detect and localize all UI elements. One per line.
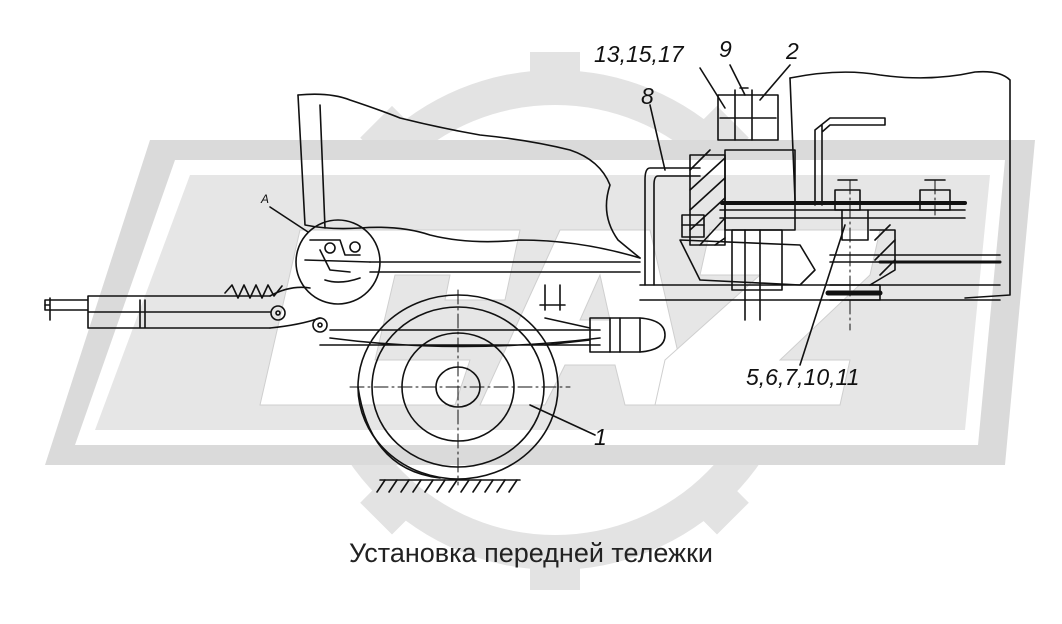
centerline-wheel [349,289,571,486]
leader-5-6-7-10-11 [799,224,846,366]
watermark-letter-g [259,229,521,406]
centerline-right [849,179,936,331]
callout-5-6-7-10-11: 5,6,7,10,11 [746,364,860,390]
leader-9 [729,64,746,96]
leader-8 [649,104,666,171]
watermark-letter-a [479,229,691,406]
figure-caption: Установка передней тележки [348,538,714,568]
coil-spring [224,284,283,299]
callout-a: A [261,192,270,206]
frame-rail [369,209,1001,301]
leader-13-15-17 [699,67,726,109]
hitch-callout-circle [295,219,381,305]
leader-1 [529,404,596,436]
watermark-logo [45,52,1035,590]
pipe-8 [644,167,701,286]
kingpin-assembly [717,87,796,321]
watermark-letter-z [654,229,881,406]
leader-a [269,206,309,233]
callout-1: 1 [594,424,607,450]
callout-8: 8 [641,83,654,109]
callout-13-15-17: 13,15,17 [594,41,684,67]
hatched-plate [681,149,726,246]
right-body [789,70,1011,299]
callout-2: 2 [786,38,799,64]
cabin-body [297,93,641,259]
callout-9: 9 [719,36,732,62]
brake-chamber [544,317,666,353]
tow-bar [44,295,271,329]
leader-2 [759,64,791,101]
leaf-spring [319,329,601,348]
vehicle-outline [44,64,1011,493]
